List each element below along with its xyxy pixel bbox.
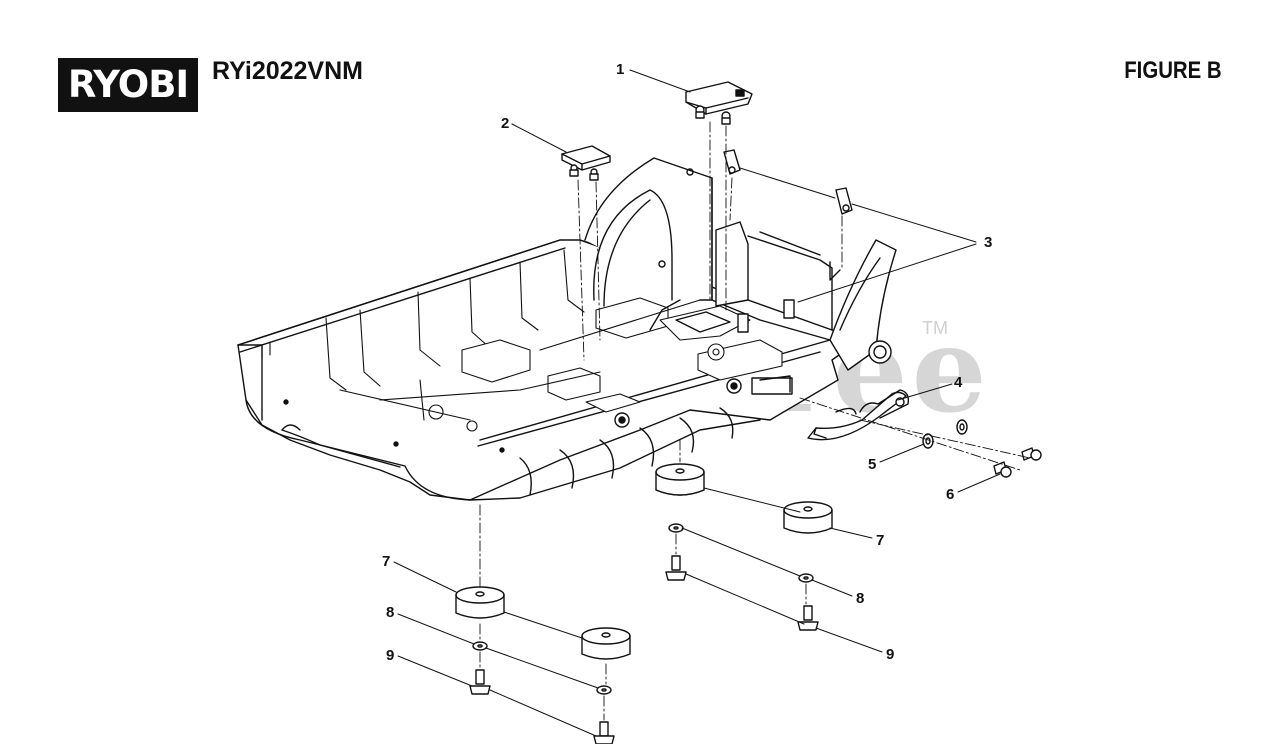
callout-7-right: 7 — [876, 532, 885, 549]
watermark-tm: TM — [922, 318, 948, 338]
alignment-lines — [479, 121, 1031, 721]
callout-3: 3 — [984, 234, 993, 251]
leader-lines — [393, 69, 1001, 737]
part-3-clips — [723, 149, 853, 215]
brand-logo: RYOBI — [58, 58, 198, 112]
callout-8-right: 8 — [856, 590, 865, 607]
callout-2: 2 — [501, 115, 510, 132]
callout-1: 1 — [616, 61, 625, 78]
callout-9-left: 9 — [386, 647, 395, 664]
callout-4: 4 — [954, 374, 963, 391]
part-5-washers — [922, 419, 968, 449]
part-1-bracket — [685, 81, 753, 125]
rear-wall — [584, 157, 897, 371]
callout-5: 5 — [868, 456, 877, 473]
callout-6: 6 — [946, 486, 955, 503]
callout-7-left: 7 — [382, 553, 391, 570]
housing-interior — [261, 249, 783, 432]
brand-logo-text: RYOBI — [67, 63, 189, 106]
figure-label: FIGURE B — [1124, 57, 1222, 84]
callout-9-right: 9 — [886, 646, 895, 663]
part-8-washers — [472, 523, 814, 695]
model-number: RYi2022VNM — [212, 57, 363, 85]
callout-8-left: 8 — [386, 604, 395, 621]
part-9-screws — [469, 555, 819, 744]
part-2-bracket — [561, 145, 611, 181]
part-6-screws — [993, 447, 1042, 478]
part-7-feet — [455, 463, 833, 660]
part-4-bracket — [807, 389, 910, 441]
